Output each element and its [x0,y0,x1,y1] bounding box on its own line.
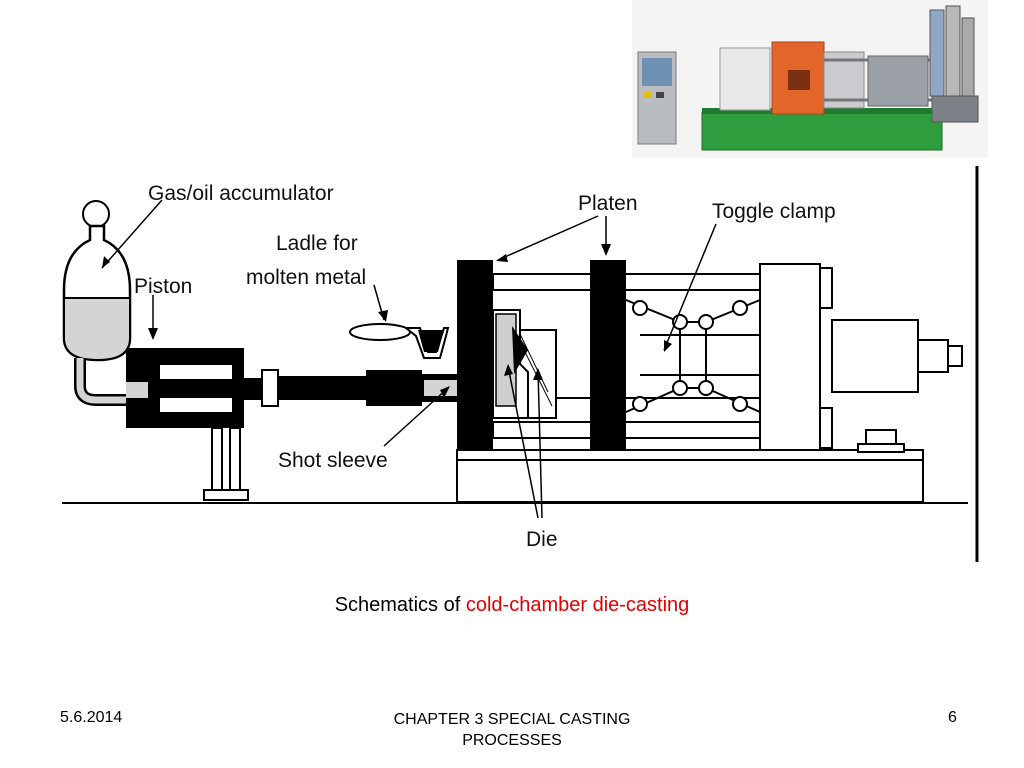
label-toggle-clamp: Toggle clamp [712,200,836,223]
label-piston: Piston [134,275,192,298]
gas-oil-accumulator [62,200,132,406]
label-shot-sleeve: Shot sleeve [278,449,388,472]
label-accumulator: Gas/oil accumulator [148,182,334,205]
caption-highlight: cold-chamber die-casting [465,594,690,616]
piston-cylinder [126,348,249,501]
rear-platen [759,263,833,455]
page-number: 6 [948,709,957,726]
label-ladle-line1: Ladle for [276,232,358,255]
clamp-cylinder [831,319,963,393]
footer-date: 5.6.2014 [60,709,123,726]
fixed-platen [457,260,493,450]
toggle-clamp [625,299,761,413]
moving-platen [590,260,626,450]
footer-title: CHAPTER 3 SPECIAL CASTING PROCESSES [393,711,631,749]
label-die: Die [526,528,558,551]
figure-caption: Schematics of cold-chamber die-casting [0,594,1024,617]
ladle [349,323,450,359]
label-platen: Platen [578,192,638,215]
arrow-heads [102,244,672,398]
die [492,309,557,419]
caption-prefix: Schematics of [334,594,466,616]
label-ladle-line2: molten metal [246,266,366,289]
cold-chamber-schematic: Gas/oil accumulator Piston Ladle for mol… [62,166,979,562]
machine-base [456,429,924,503]
die-casting-machine-photo [632,0,988,158]
